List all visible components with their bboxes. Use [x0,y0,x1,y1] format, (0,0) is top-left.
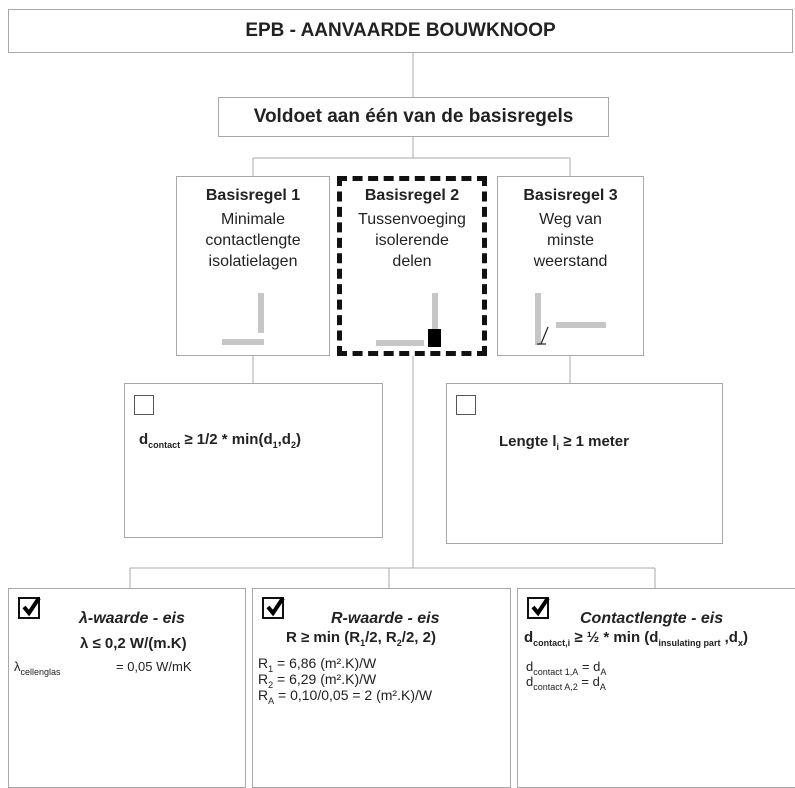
contact-values: dcontact 1,A = dA dcontact A,2 = dA [526,659,607,692]
rule-2-desc: Tussenvoeging isolerende delen [358,211,466,270]
contact-title: Contactlengte - eis [580,610,724,627]
r-value-1: R1 = 6,86 (m².K)/W [258,655,377,674]
rule-1-illustration [222,293,264,345]
basisregels-box: Voldoet aan één van de basisregels [218,97,609,137]
header-title: EPB - AANVAARDE BOUWKNOOP [245,20,556,41]
rule-2-box: Basisregel 2 Tussenvoeging isolerende de… [337,176,487,356]
rule-3-title: Basisregel 3 [523,187,618,204]
r-req: R ≥ min (R1/2, R2/2, 2) [286,629,436,648]
criterion-contact-checkbox[interactable] [134,395,154,415]
header-box: EPB - AANVAARDE BOUWKNOOP [8,9,793,53]
rule-3-box: Basisregel 3 Weg van minste weerstand [497,176,644,356]
lambda-req: λ ≤ 0,2 W/(m.K) [80,635,187,652]
lambda-title: λ-waarde - eis [79,610,185,627]
lambda-check-icon[interactable] [18,597,41,619]
r-requirement-box: R-waarde - eis R ≥ min (R1/2, R2/2, 2) R… [252,588,511,788]
contact-value-1: dcontact 1,A = dA [526,659,607,677]
rule-2-title: Basisregel 2 [364,187,460,204]
criterion-contact-formula: dcontact ≥ 1/2 * min(d1,d2) [139,431,301,450]
r-check-icon[interactable] [262,597,285,619]
criterion-contact-box: dcontact ≥ 1/2 * min(d1,d2) [124,383,383,538]
rule-1-box: Basisregel 1 Minimale contactlengte isol… [176,176,330,356]
lambda-requirement-box: λ-waarde - eis λ ≤ 0,2 W/(m.K) λcellengl… [8,588,246,788]
rule-2-illustration [376,293,441,347]
basisregels-title: Voldoet aan één van de basisregels [253,106,574,127]
r-values: R1 = 6,86 (m².K)/W R2 = 6,29 (m².K)/W RA… [258,655,433,706]
r-value-2: R2 = 6,29 (m².K)/W [258,671,377,690]
contact-check-icon[interactable] [527,597,550,619]
contact-requirement-box: Contactlengte - eis dcontact,i ≥ ½ * min… [517,588,795,788]
rule-1-title: Basisregel 1 [205,187,301,204]
lambda-value: λcellenglas = 0,05 W/mK [14,659,192,677]
criterion-length-formula: Lengte li ≥ 1 meter [499,433,629,452]
r-value-a: RA = 0,10/0,05 = 2 (m².K)/W [258,687,433,706]
contact-value-2: dcontact A,2 = dA [526,674,606,692]
rule-3-desc: Weg van minste weerstand [533,211,608,270]
criterion-length-box: Lengte li ≥ 1 meter [446,383,723,544]
rule-1-desc: Minimale contactlengte isolatielagen [205,211,301,270]
r-title: R-waarde - eis [331,610,440,627]
rule-3-illustration [535,293,606,345]
criterion-length-checkbox[interactable] [456,395,476,415]
contact-req: dcontact,i ≥ ½ * min (dinsulating part ,… [524,629,748,648]
